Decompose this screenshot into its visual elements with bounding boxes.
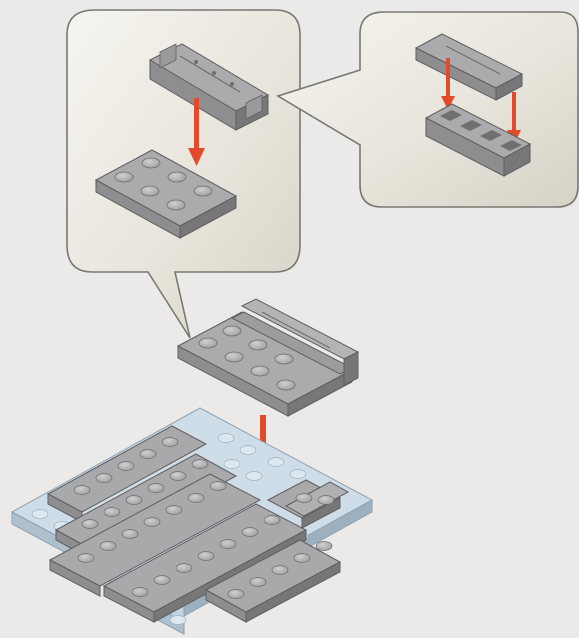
assembled-plate-piece <box>178 299 358 416</box>
